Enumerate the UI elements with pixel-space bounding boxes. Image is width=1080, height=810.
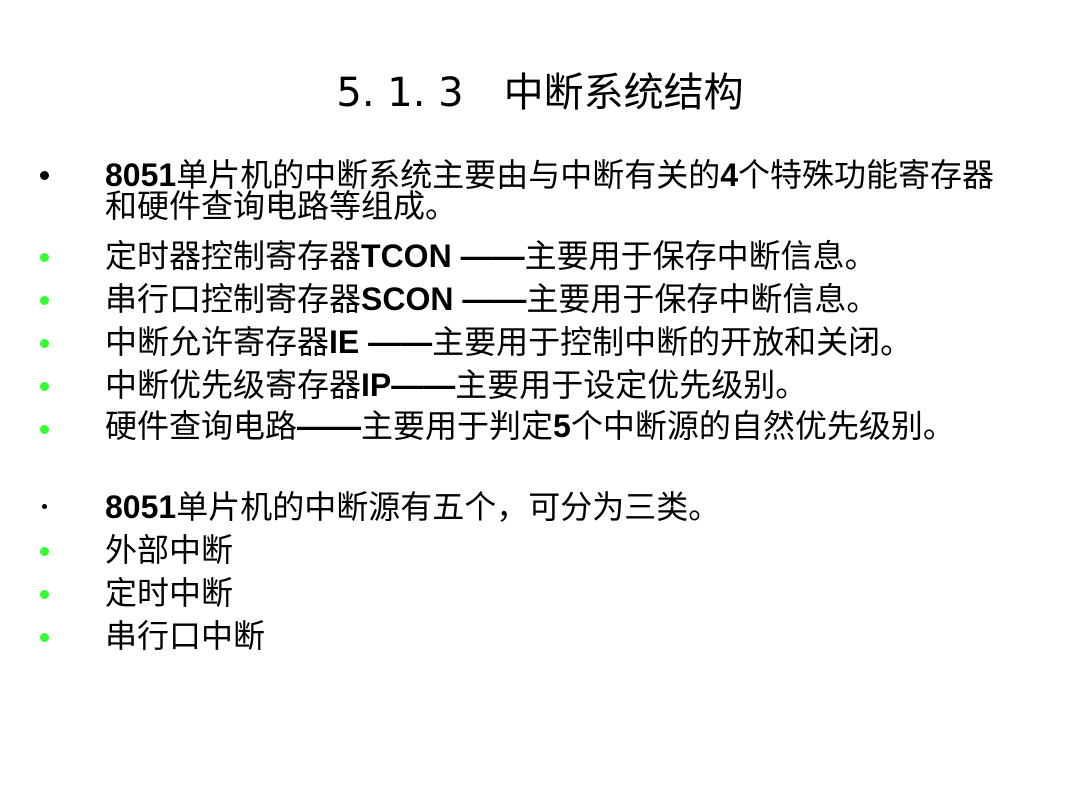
bullet-text: 硬件查询电路——主要用于判定5个中断源的自然优先级别。 bbox=[105, 407, 955, 445]
bullet-dot-icon bbox=[40, 590, 49, 599]
bullet-dot-icon bbox=[42, 504, 47, 509]
bullet-dot-icon bbox=[40, 339, 49, 348]
bullet-dot-icon bbox=[40, 382, 49, 391]
bullet-text: 中断优先级寄存器IP——主要用于设定优先级别。 bbox=[105, 366, 808, 404]
bullet-dot-icon bbox=[40, 253, 49, 262]
bullet-text: 定时器控制寄存器TCON ——主要用于保存中断信息。 bbox=[105, 237, 877, 275]
bullet-text: 8051单片机的中断源有五个，可分为三类。 bbox=[105, 488, 721, 526]
bullet-dot-icon bbox=[40, 633, 49, 642]
bullet-dot-icon bbox=[40, 296, 49, 305]
bullet-dot-icon bbox=[40, 171, 49, 180]
bullet-text: 定时中断 bbox=[105, 574, 234, 612]
bullet-text: 8051单片机的中断系统主要由与中断有关的4个特殊功能寄存器和硬件查询电路等组成… bbox=[105, 156, 995, 225]
slide-title: 5. 1. 3 中断系统结构 bbox=[336, 70, 744, 116]
bullet-text: 串行口中断 bbox=[105, 617, 266, 655]
bullet-text: 中断允许寄存器IE ——主要用于控制中断的开放和关闭。 bbox=[105, 323, 913, 361]
bullet-dot-icon bbox=[40, 425, 49, 434]
bullet-text: 串行口控制寄存器SCON ——主要用于保存中断信息。 bbox=[105, 280, 879, 318]
bullet-text: 外部中断 bbox=[105, 531, 234, 569]
bullet-dot-icon bbox=[40, 547, 49, 556]
